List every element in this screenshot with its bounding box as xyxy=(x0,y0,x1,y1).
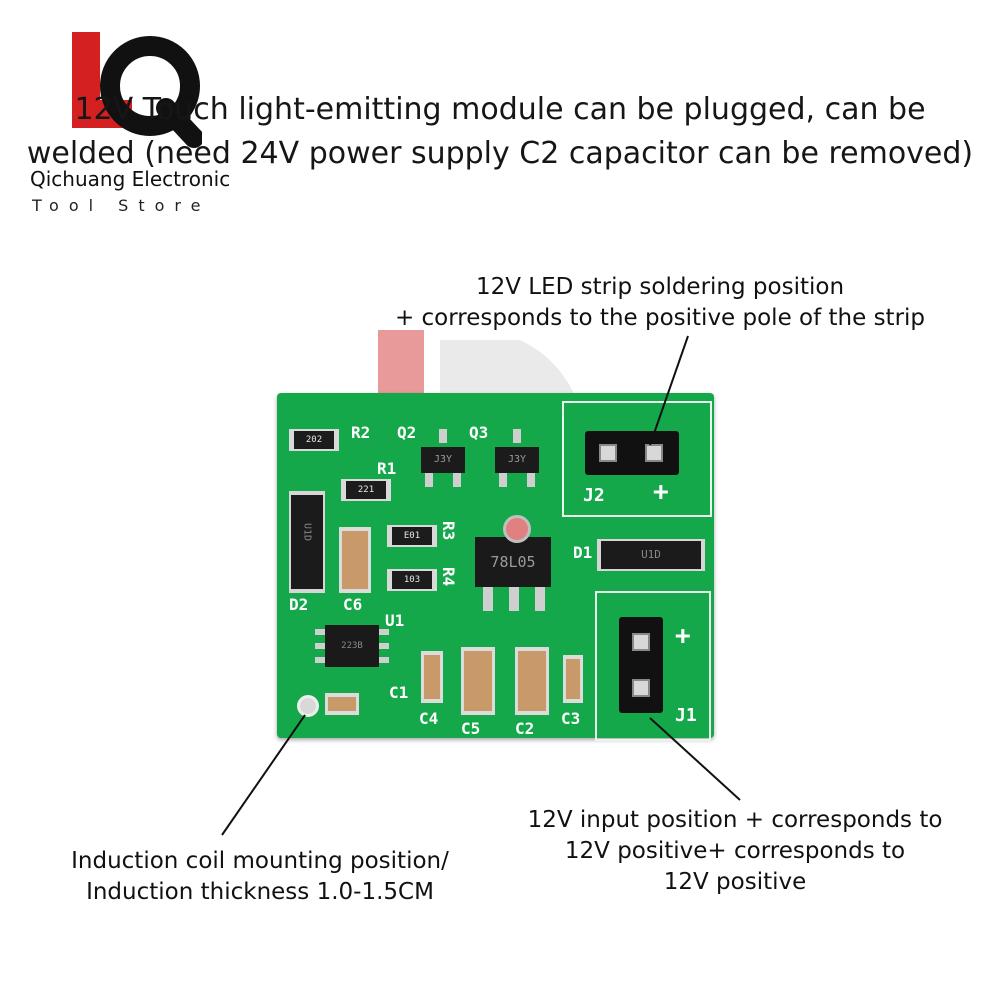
brand-name: Qichuang Electronic xyxy=(30,167,231,191)
capacitor-c2 xyxy=(515,647,549,715)
resistor-r1: 221 xyxy=(341,479,391,501)
capacitor-c1 xyxy=(325,693,359,715)
regulator-78l05: 78L05 xyxy=(475,537,551,587)
coil-pad xyxy=(297,695,319,717)
label-u1: U1 xyxy=(385,611,405,630)
leader-line-input xyxy=(649,717,741,801)
title-line-2: welded (need 24V power supply C2 capacit… xyxy=(26,136,974,171)
label-r1: R1 xyxy=(377,459,397,478)
callout-coil-line-2: Induction thickness 1.0-1.5CM xyxy=(86,879,434,905)
j2-plus-sign: + xyxy=(653,477,669,507)
u1-pin-5 xyxy=(379,643,389,649)
label-c1: C1 xyxy=(389,683,409,702)
callout-coil-line-1: Induction coil mounting position/ xyxy=(71,848,449,874)
q3-pin xyxy=(513,429,521,443)
q3-pin-right xyxy=(527,473,535,487)
callout-input-line-1: 12V input position + corresponds to xyxy=(527,807,943,833)
label-c6: C6 xyxy=(343,595,363,614)
callout-input-line-2: 12V positive+ corresponds to xyxy=(564,838,906,864)
label-q3: Q3 xyxy=(469,423,489,442)
regulator-pin-3 xyxy=(535,587,545,611)
callout-input-line-3: 12V positive xyxy=(663,869,807,895)
leader-line-coil xyxy=(221,714,306,836)
capacitor-c4 xyxy=(421,651,443,703)
callout-input: 12V input position + corresponds to 12V … xyxy=(500,805,970,898)
label-d1: D1 xyxy=(573,543,593,562)
j1-pin-1 xyxy=(632,633,650,651)
j1-outline xyxy=(595,591,711,741)
pcb-board: 202 R2 Q2 Q3 J3Y J3Y R1 221 U1D D2 C6 E0… xyxy=(277,393,714,741)
header-j2 xyxy=(585,431,679,475)
page-title: 12V Touch light-emitting module can be p… xyxy=(0,88,1000,176)
callout-led-strip-line-1: 12V LED strip soldering position xyxy=(475,274,845,300)
callout-coil: Induction coil mounting position/ Induct… xyxy=(30,846,490,908)
j2-outline xyxy=(562,401,712,517)
callout-led-strip: 12V LED strip soldering position + corre… xyxy=(360,272,960,334)
brand-logo xyxy=(72,30,204,160)
capacitor-c6 xyxy=(339,527,371,593)
diode-d2: U1D xyxy=(289,491,325,593)
label-j2: J2 xyxy=(583,485,605,506)
label-c3: C3 xyxy=(561,709,581,728)
label-j1: J1 xyxy=(675,705,697,726)
label-r2: R2 xyxy=(351,423,371,442)
label-r3: R3 xyxy=(439,521,458,541)
led-indicator xyxy=(503,515,531,543)
u1-pin-3 xyxy=(315,657,325,663)
ic-u1: 223B xyxy=(325,625,379,667)
capacitor-c5 xyxy=(461,647,495,715)
label-c2: C2 xyxy=(515,719,535,738)
diode-d1: U1D xyxy=(597,539,705,571)
regulator-pin-1 xyxy=(483,587,493,611)
lq-logo-icon xyxy=(72,32,204,148)
j2-pin-1 xyxy=(599,444,617,462)
leader-line-led-strip xyxy=(649,335,689,446)
j2-pin-2 xyxy=(645,444,663,462)
transistor-q2: J3Y xyxy=(421,447,465,473)
q2-pin-left xyxy=(425,473,433,487)
transistor-q3: J3Y xyxy=(495,447,539,473)
header-j1 xyxy=(619,617,663,713)
capacitor-c3 xyxy=(563,655,583,703)
callout-led-strip-line-2: + corresponds to the positive pole of th… xyxy=(394,305,926,331)
q2-pin xyxy=(439,429,447,443)
label-c4: C4 xyxy=(419,709,439,728)
j1-pin-2 xyxy=(632,679,650,697)
j1-plus-sign: + xyxy=(675,621,691,651)
q3-pin-left xyxy=(499,473,507,487)
regulator-pin-2 xyxy=(509,587,519,611)
label-r4: R4 xyxy=(439,567,458,587)
resistor-r3: E01 xyxy=(387,525,437,547)
label-c5: C5 xyxy=(461,719,481,738)
d2-marking: U1D xyxy=(301,523,313,542)
u1-pin-4 xyxy=(379,629,389,635)
label-d2: D2 xyxy=(289,595,309,614)
u1-pin-1 xyxy=(315,629,325,635)
resistor-r4: 103 xyxy=(387,569,437,591)
u1-pin-2 xyxy=(315,643,325,649)
u1-pin-6 xyxy=(379,657,389,663)
title-line-1: 12V Touch light-emitting module can be p… xyxy=(74,92,926,127)
q2-pin-right xyxy=(453,473,461,487)
label-q2: Q2 xyxy=(397,423,417,442)
resistor-r2: 202 xyxy=(289,429,339,451)
brand-tagline: Tool Store xyxy=(32,196,211,215)
